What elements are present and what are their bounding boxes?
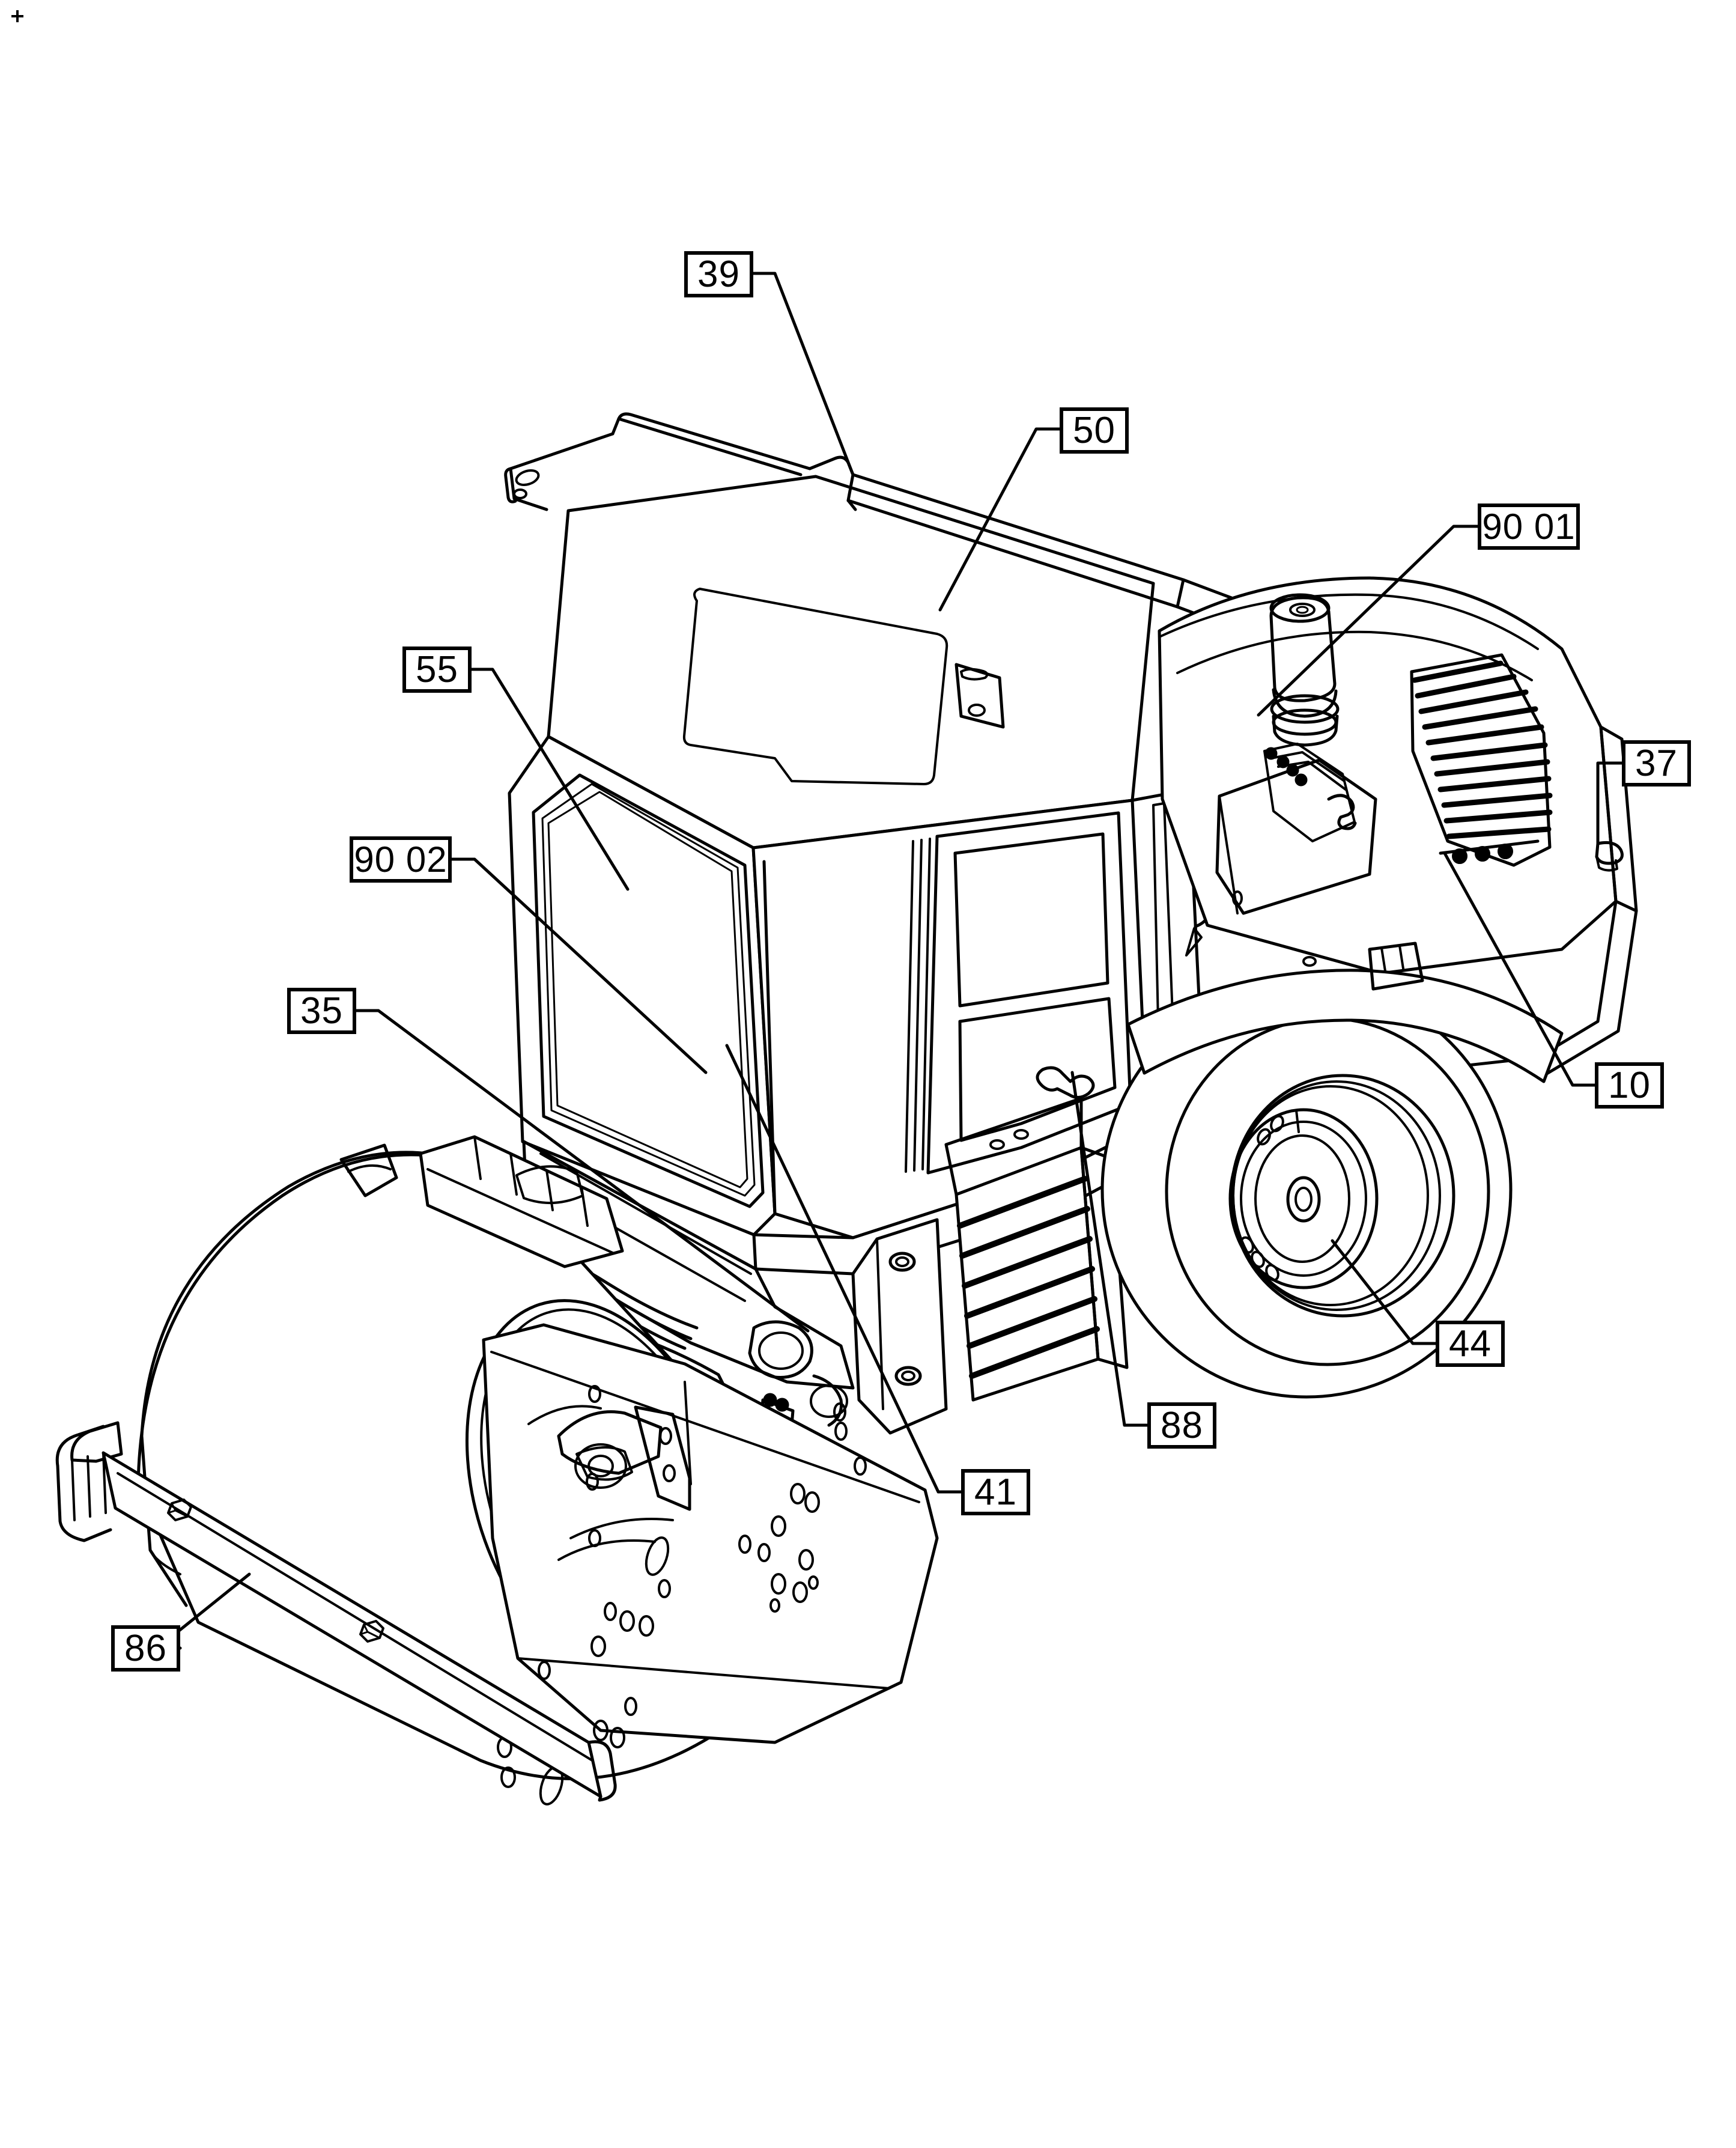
callout-10[interactable]: 10 xyxy=(1595,1062,1664,1109)
cab-rail-bracket xyxy=(954,663,1005,729)
callout-88[interactable]: 88 xyxy=(1147,1402,1216,1449)
callout-37[interactable]: 37 xyxy=(1622,740,1691,786)
rear-frame-bracket xyxy=(1302,942,1424,991)
callout-50[interactable]: 50 xyxy=(1060,407,1129,454)
cab-left-side xyxy=(508,735,777,1237)
access-steps xyxy=(944,1097,1129,1402)
drum-yoke-frame xyxy=(419,1135,624,1268)
callout-90-01[interactable]: 90 01 xyxy=(1478,504,1580,550)
callout-41[interactable]: 41 xyxy=(961,1469,1030,1515)
drum-bracket-left xyxy=(339,1143,398,1197)
rear-tire xyxy=(1100,981,1513,1399)
grab-handle xyxy=(1036,1066,1095,1099)
cab-front-guard xyxy=(851,1218,948,1435)
callout-90-02[interactable]: 90 02 xyxy=(350,836,452,883)
callout-55[interactable]: 55 xyxy=(402,647,472,693)
registration-mark-icon xyxy=(11,10,23,22)
exhaust-stack xyxy=(1269,593,1340,747)
hood-grille xyxy=(1410,653,1553,867)
callout-35[interactable]: 35 xyxy=(287,988,356,1034)
callout-86[interactable]: 86 xyxy=(111,1625,180,1672)
drum-internal-drive xyxy=(527,1381,692,1561)
callout-39[interactable]: 39 xyxy=(684,251,753,297)
drum-scraper-bar xyxy=(55,1421,617,1802)
rear-lifting-lug xyxy=(1595,841,1624,872)
callout-44[interactable]: 44 xyxy=(1436,1321,1505,1367)
decal-plate-90-01 xyxy=(1215,743,1377,915)
rear-fender xyxy=(1126,969,1564,1083)
leader-lines xyxy=(156,272,1624,1650)
